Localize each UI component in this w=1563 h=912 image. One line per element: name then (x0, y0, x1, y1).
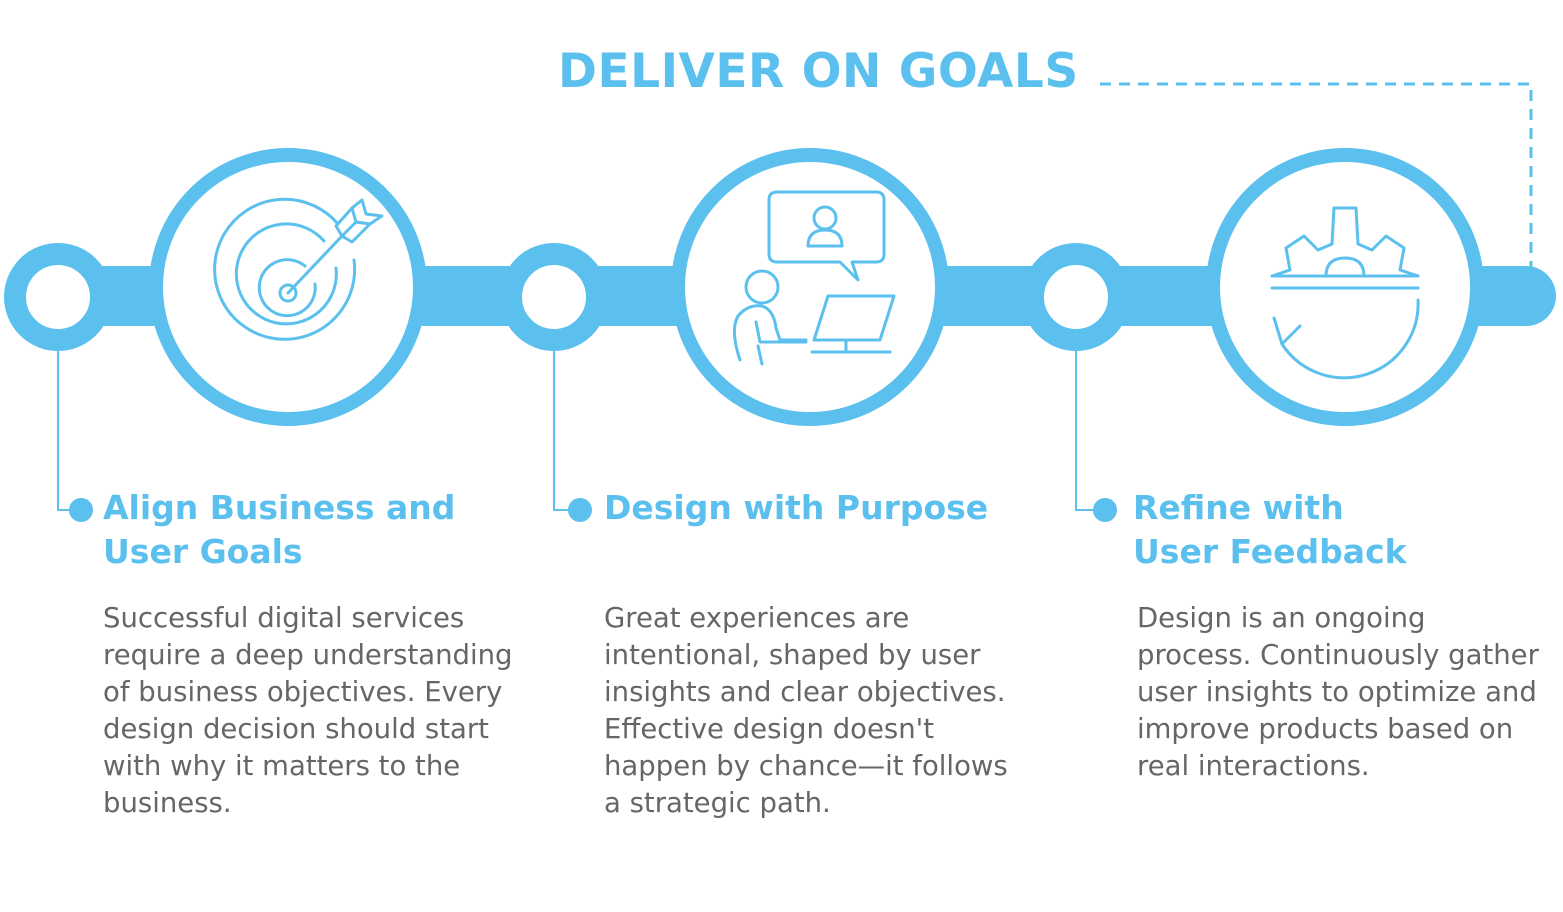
step-2-body-line-5: happen by chance—it follows (604, 750, 1008, 782)
user-at-computer-icon (733, 190, 896, 366)
icon-ring-2 (671, 148, 949, 426)
step-3-body-line-2: process. Continuously gather (1137, 639, 1539, 671)
connector-line-2 (553, 340, 578, 511)
page-title: DELIVER ON GOALS (558, 44, 1079, 99)
target-arrow-icon (213, 197, 384, 341)
connector-dot-3 (1093, 498, 1117, 522)
step-2-body-line-3: insights and clear objectives. (604, 676, 1006, 708)
step-1-description: Successful digital services require a de… (103, 600, 513, 822)
timeline-node-2 (500, 243, 608, 351)
step-3-title: Refine with User Feedback (1133, 486, 1407, 574)
step-1-body-line-6: business. (103, 787, 232, 819)
step-2-description: Great experiences are intentional, shape… (604, 600, 1008, 822)
step-1-body-line-2: require a deep understanding (103, 639, 513, 671)
step-2-body-line-6: a strategic path. (604, 787, 831, 819)
gear-refresh-icon (1270, 206, 1420, 380)
connector-line-1 (57, 340, 80, 511)
step-3-body-line-4: improve products based on (1137, 713, 1514, 745)
connector-dot-1 (69, 498, 93, 522)
step-3-title-line-2: User Feedback (1133, 532, 1407, 571)
step-1-title-line-1: Align Business and (103, 488, 456, 527)
step-3-title-line-1: Refine with (1133, 488, 1344, 527)
step-2-body-line-4: Effective design doesn't (604, 713, 934, 745)
step-1-body-line-4: design decision should start (103, 713, 489, 745)
connector-line-3 (1075, 340, 1104, 511)
step-1-body-line-3: of business objectives. Every (103, 676, 503, 708)
timeline-node-3 (1022, 243, 1130, 351)
step-3-description: Design is an ongoing process. Continuous… (1137, 600, 1539, 785)
step-2-title: Design with Purpose (604, 486, 988, 530)
step-2-title-line-1: Design with Purpose (604, 488, 989, 527)
step-1-body-line-1: Successful digital services (103, 602, 465, 634)
icon-ring-1 (149, 148, 427, 426)
step-2-body-line-1: Great experiences are (604, 602, 910, 634)
step-1-title: Align Business and User Goals (103, 486, 455, 574)
step-1-body-line-5: with why it matters to the (103, 750, 461, 782)
connector-dot-2 (568, 498, 592, 522)
step-1-title-line-2: User Goals (103, 532, 303, 571)
step-3-body-line-5: real interactions. (1137, 750, 1370, 782)
step-2-body-line-2: intentional, shaped by user (604, 639, 981, 671)
step-3-body-line-1: Design is an ongoing (1137, 602, 1426, 634)
step-3-body-line-3: user insights to optimize and (1137, 676, 1537, 708)
dashed-return-connector (1100, 82, 1533, 268)
timeline-node-1 (4, 243, 112, 351)
